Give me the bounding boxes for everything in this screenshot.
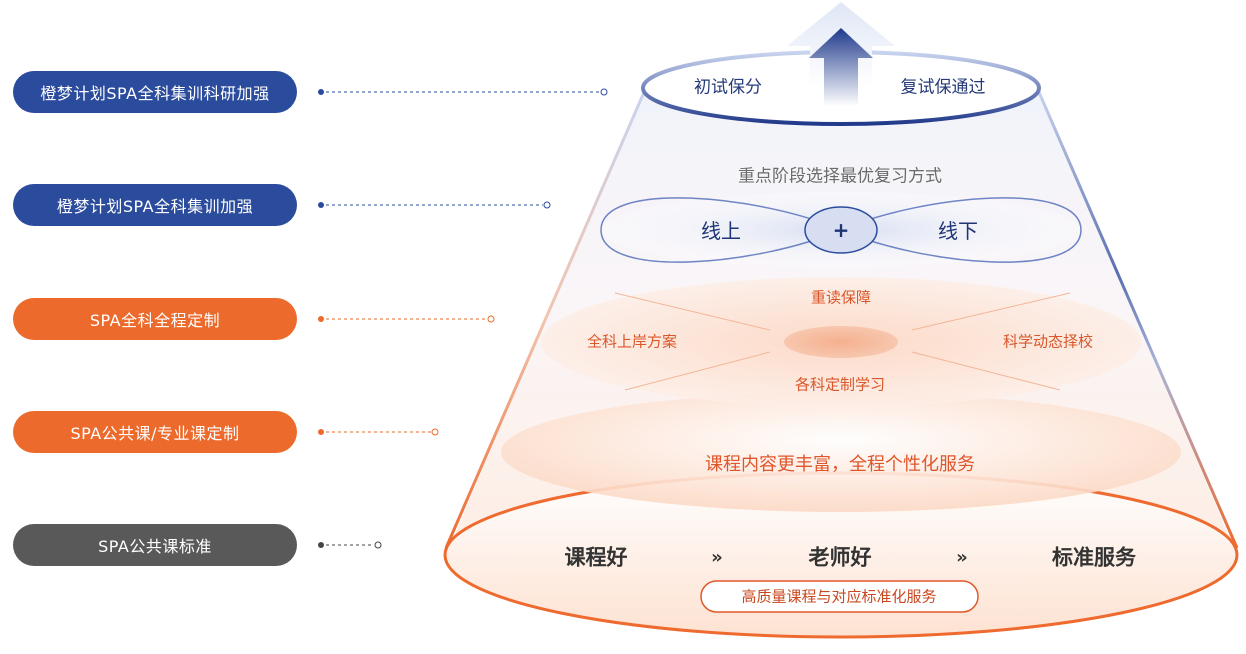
base-item-2: 老师好 (808, 545, 872, 570)
top-left-label: 初试保分 (694, 77, 762, 98)
tier4-disc (501, 392, 1181, 512)
tier3-right-label: 科学动态择校 (1002, 332, 1094, 351)
tier4-label: 课程内容更丰富，全程个性化服务 (705, 454, 975, 475)
base-item-3: 标准服务 (1052, 545, 1136, 570)
tier2-title: 重点阶段选择最优复习方式 (738, 166, 942, 187)
connector-lines (318, 88, 608, 549)
pill-level-5: SPA公共课标准 (13, 524, 297, 566)
connector-1 (318, 88, 608, 96)
pill-level-2: 橙梦计划SPA全科集训加强 (13, 184, 297, 226)
tier3-center (784, 326, 898, 358)
pill-level-4: SPA公共课/专业课定制 (13, 411, 297, 453)
base-badge-frame (700, 580, 979, 613)
tier3-top-label: 重读保障 (810, 288, 872, 307)
cone-side-left (444, 89, 647, 549)
base-separator-1-icon: » (711, 547, 723, 568)
pill-level-1: 橙梦计划SPA全科集训科研加强 (13, 71, 297, 113)
connector-5 (318, 541, 382, 549)
cone-side-right (1036, 89, 1239, 549)
tier3-left-label: 全科上岸方案 (586, 332, 678, 351)
connector-2 (318, 201, 551, 209)
tier2-plus-icon: + (832, 218, 850, 242)
top-right-label: 复试保通过 (900, 77, 986, 98)
pill-level-3: SPA全科全程定制 (13, 298, 297, 340)
connector-3 (318, 315, 495, 323)
tier3-bottom-label: 各科定制学习 (794, 375, 886, 394)
connector-4 (318, 428, 439, 436)
base-separator-2-icon: » (956, 547, 968, 568)
base-item-1: 课程好 (564, 545, 628, 570)
tier2-infinity-icon (600, 197, 1082, 263)
tier3-rays (614, 292, 1071, 391)
base-badge: 高质量课程与对应标准化服务 (741, 587, 937, 606)
tier2-right-label: 线下 (938, 219, 978, 243)
arrow-up-icon (809, 28, 873, 106)
tier2-center (804, 206, 878, 254)
tier2-left-label: 线上 (701, 219, 741, 243)
